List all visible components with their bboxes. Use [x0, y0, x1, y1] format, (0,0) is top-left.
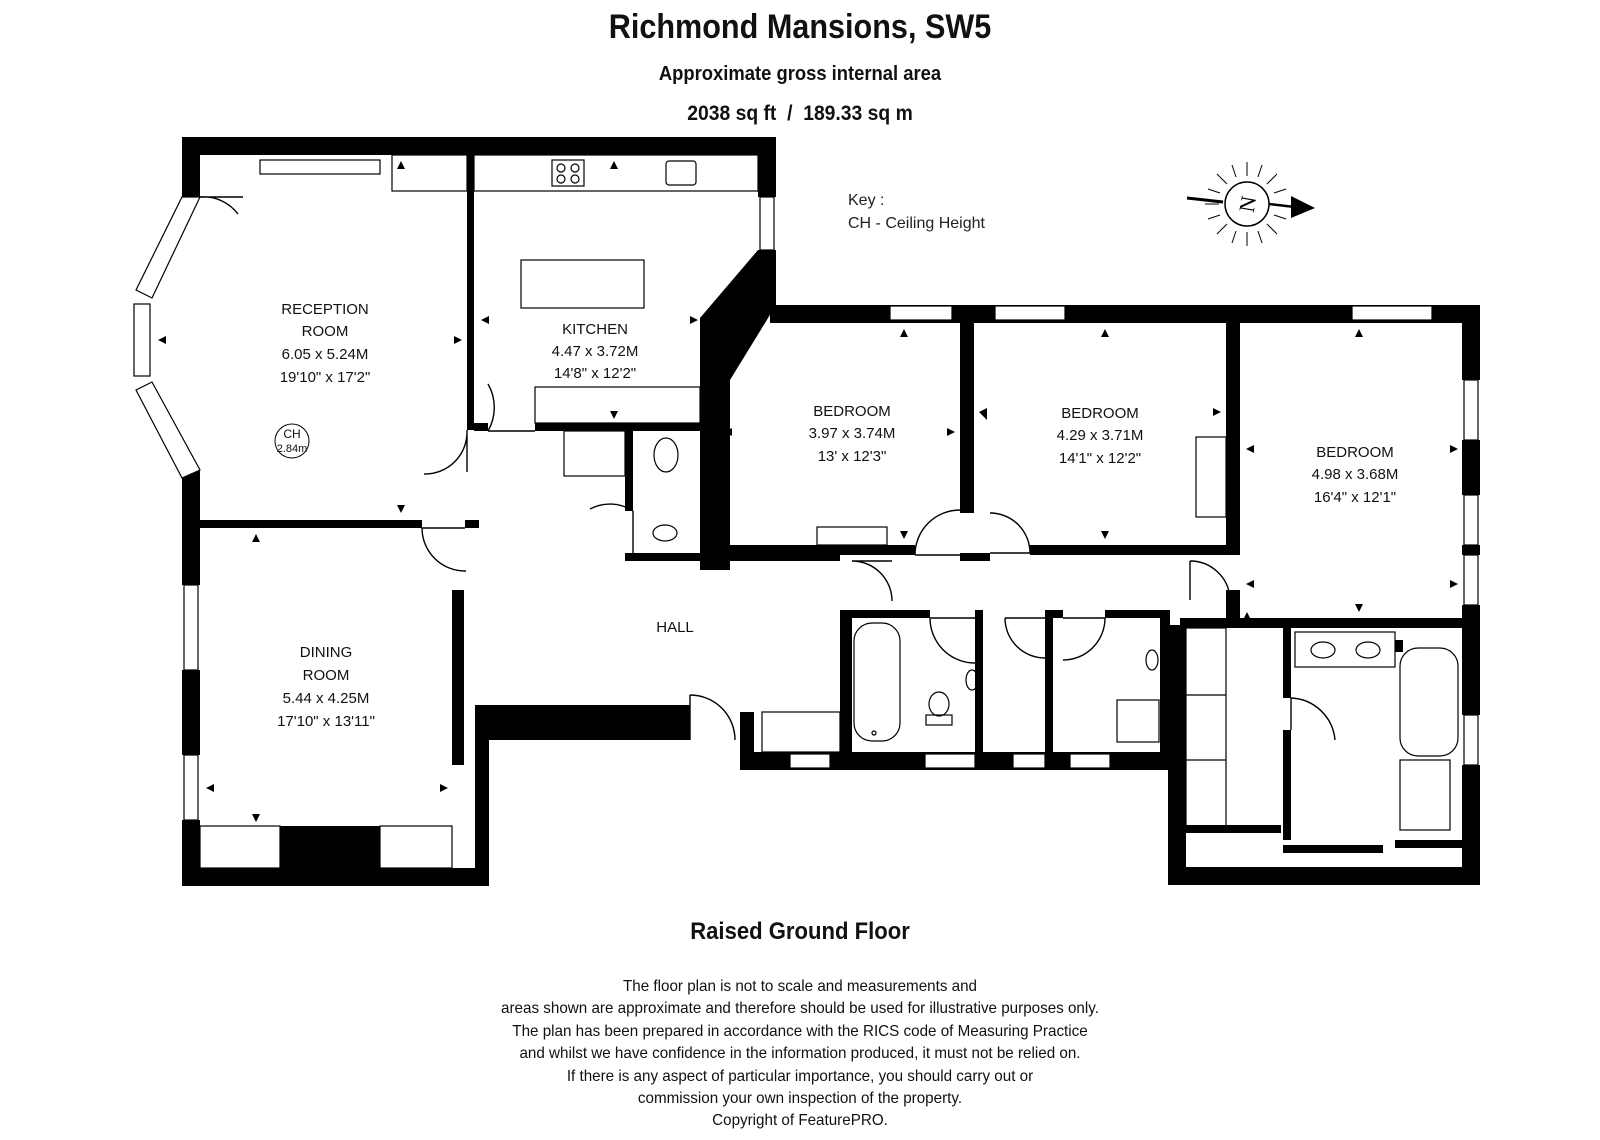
key-legend: Key : CH - Ceiling Height — [848, 192, 985, 232]
room-metric: 4.29 x 3.71M — [1057, 427, 1144, 444]
key-heading: Key : — [848, 192, 884, 209]
room-bedroom-1: BEDROOM 3.97 x 3.74M 13' x 12'3" — [809, 403, 896, 465]
room-metric: 6.05 x 5.24M — [282, 346, 369, 363]
room-bedroom-3: BEDROOM 4.98 x 3.68M 16'4" x 12'1" — [1312, 444, 1399, 506]
compass-letter: N — [1234, 194, 1261, 214]
svg-text:2.84m: 2.84m — [277, 443, 308, 455]
room-imperial: 14'1" x 12'2" — [1059, 450, 1141, 467]
room-imperial: 13' x 12'3" — [818, 448, 887, 465]
room-name: BEDROOM — [1061, 405, 1139, 422]
room-hall: HALL — [656, 619, 694, 636]
room-imperial: 16'4" x 12'1" — [1314, 489, 1396, 506]
fixtures — [199, 154, 1459, 869]
ceiling-height-marker: CH 2.84m — [274, 423, 310, 459]
walls — [182, 137, 1480, 886]
floor-plan: RECEPTION ROOM 6.05 x 5.24M 19'10" x 17'… — [133, 137, 1480, 886]
hob-icon — [551, 159, 585, 187]
room-imperial: 19'10" x 17'2" — [280, 369, 371, 386]
floor-name: Raised Ground Floor — [690, 918, 910, 945]
doors — [199, 196, 1336, 741]
sink-icon — [665, 160, 697, 186]
room-metric: 4.98 x 3.68M — [1312, 466, 1399, 483]
room-bedroom-2: BEDROOM 4.29 x 3.71M 14'1" x 12'2" — [1057, 405, 1144, 467]
disclaimer: The floor plan is not to scale and measu… — [0, 976, 1600, 1133]
disclaimer-line: The floor plan is not to scale and measu… — [622, 978, 978, 995]
room-name: BEDROOM — [813, 403, 891, 420]
room-name: BEDROOM — [1316, 444, 1394, 461]
compass-north-icon: N — [1186, 162, 1315, 246]
disclaimer-line: The plan has been prepared in accordance… — [512, 1022, 1088, 1040]
windows — [133, 154, 1479, 821]
kitchen-island — [520, 259, 645, 309]
disclaimer-line: Copyright of FeaturePRO. — [712, 1112, 888, 1130]
room-name: ROOM — [303, 667, 350, 684]
room-name: ROOM — [302, 323, 349, 340]
toilet-icon — [653, 437, 679, 473]
room-kitchen: KITCHEN 4.47 x 3.72M 14'8" x 12'2" — [552, 321, 639, 382]
room-metric: 3.97 x 3.74M — [809, 425, 896, 442]
dimension-markers — [158, 161, 1458, 822]
room-metric: 4.47 x 3.72M — [552, 343, 639, 360]
disclaimer-line: commission your own inspection of the pr… — [637, 1090, 963, 1108]
area-value: 2038 sq ft / 189.33 sq m — [687, 102, 913, 125]
room-dining: DINING ROOM 5.44 x 4.25M 17'10" x 13'11" — [277, 644, 375, 730]
page-title: Richmond Mansions, SW5 — [608, 8, 992, 46]
room-name: HALL — [656, 619, 694, 636]
shower-tray-icon — [1116, 699, 1160, 743]
room-imperial: 17'10" x 13'11" — [277, 713, 375, 730]
disclaimer-line: If there is any aspect of particular imp… — [566, 1067, 1034, 1085]
room-imperial: 14'8" x 12'2" — [554, 365, 636, 382]
room-name: RECEPTION — [281, 301, 369, 318]
disclaimer-line: and whilst we have confidence in the inf… — [519, 1045, 1081, 1063]
room-reception: RECEPTION ROOM 6.05 x 5.24M 19'10" x 17'… — [280, 301, 371, 386]
key-item: CH - Ceiling Height — [848, 215, 985, 232]
area-subtitle: Approximate gross internal area — [658, 63, 942, 85]
room-metric: 5.44 x 4.25M — [283, 690, 370, 707]
room-name: KITCHEN — [562, 321, 628, 338]
bathtub-icon — [853, 622, 901, 742]
room-name: DINING — [300, 644, 353, 661]
disclaimer-line: areas shown are approximate and therefor… — [501, 1000, 1099, 1018]
svg-text:CH: CH — [283, 427, 300, 441]
